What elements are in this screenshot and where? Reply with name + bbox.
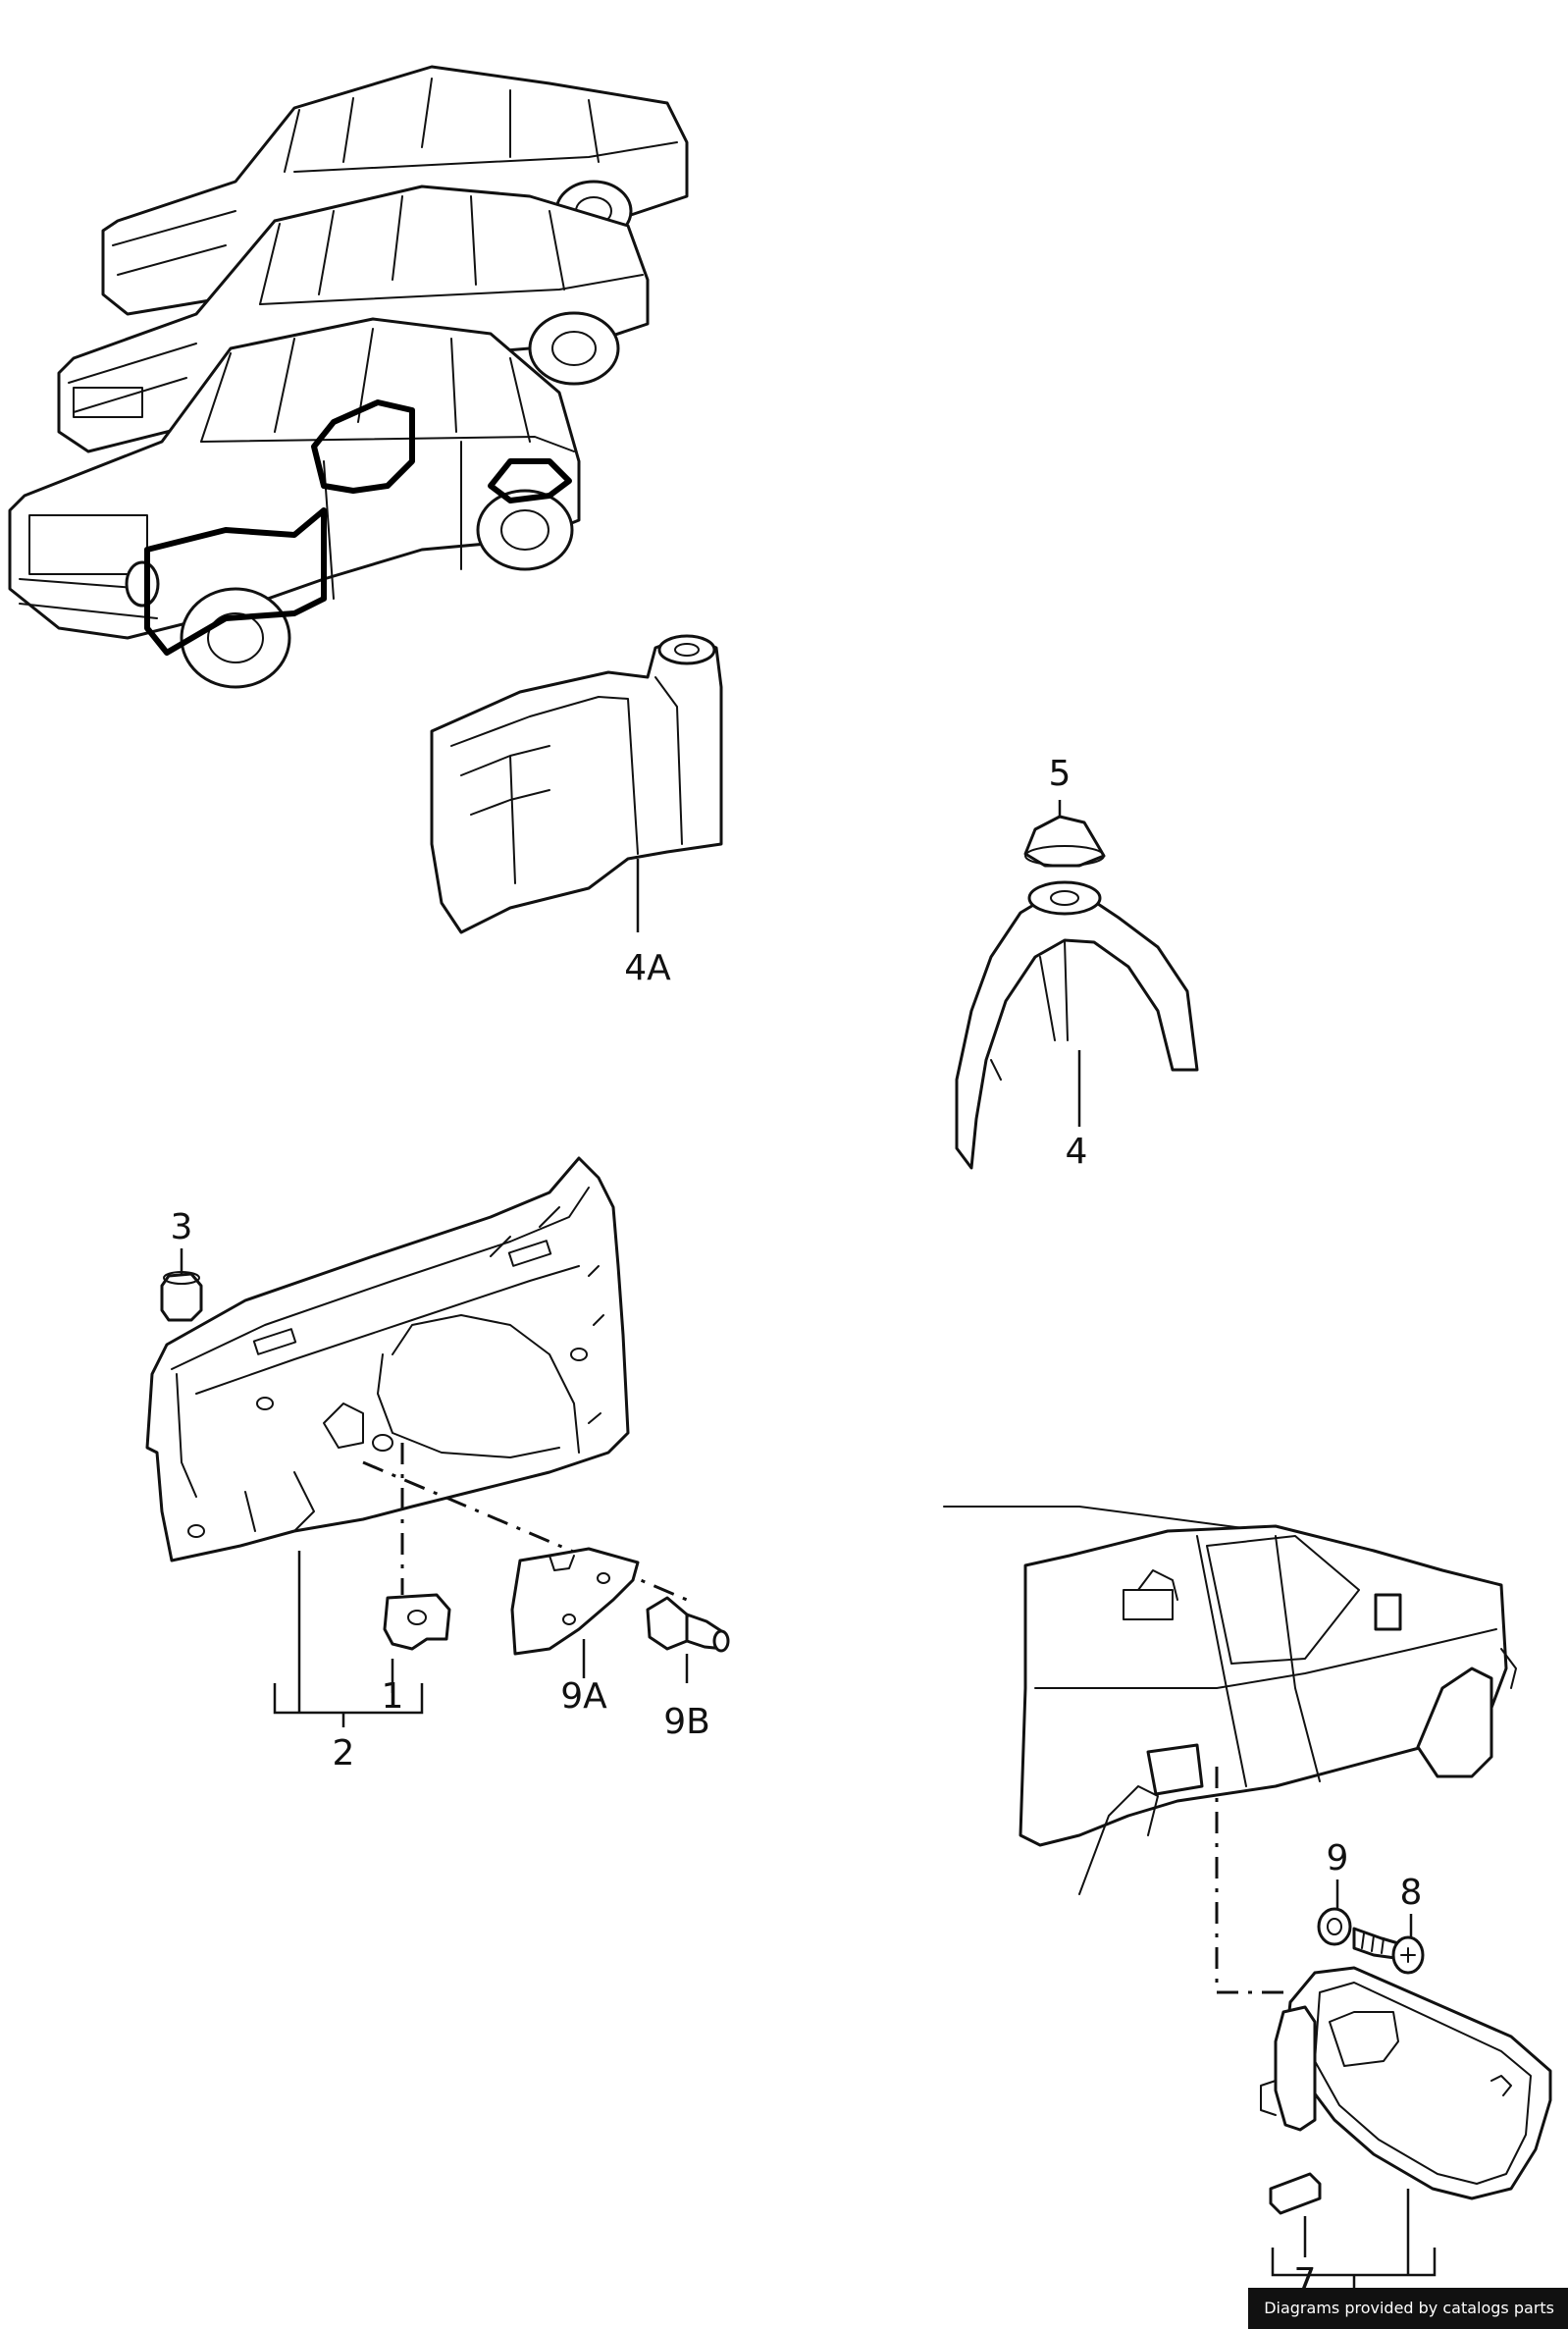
part-2-drawing xyxy=(145,1156,630,1562)
dash-line-9a xyxy=(362,1460,688,1602)
label-1: 1 xyxy=(382,1676,404,1717)
part-4-drawing xyxy=(955,880,1199,1170)
part-9-drawing xyxy=(1317,1907,1352,1946)
part-flap-drawing xyxy=(1260,1966,1552,2200)
label-9a: 9A xyxy=(560,1676,607,1717)
label-2: 2 xyxy=(333,1733,355,1773)
label-8: 8 xyxy=(1400,1873,1423,1913)
label-4: 4 xyxy=(1066,1132,1088,1172)
part-9b-drawing xyxy=(646,1596,730,1653)
leader-2 xyxy=(297,1551,345,1727)
part-9a-drawing xyxy=(510,1547,640,1656)
label-9b: 9B xyxy=(663,1702,710,1742)
part-5-drawing xyxy=(1023,815,1106,868)
car-illustration-front xyxy=(8,317,581,689)
label-3: 3 xyxy=(171,1207,193,1247)
part-1-drawing xyxy=(383,1593,451,1651)
car-illustration-side xyxy=(943,1506,1517,1895)
bracket-2 xyxy=(273,1683,424,1715)
part-7-drawing xyxy=(1269,2172,1322,2215)
label-5: 5 xyxy=(1049,754,1071,794)
dash-line-flap xyxy=(1215,1767,1285,1994)
part-4a-drawing xyxy=(430,634,723,934)
label-4a: 4A xyxy=(624,948,671,988)
label-9: 9 xyxy=(1327,1838,1349,1879)
part-3-drawing xyxy=(160,1271,203,1322)
part-8-drawing xyxy=(1352,1927,1425,1975)
footer-credit: Diagrams provided by catalogs parts xyxy=(1248,2288,1568,2329)
